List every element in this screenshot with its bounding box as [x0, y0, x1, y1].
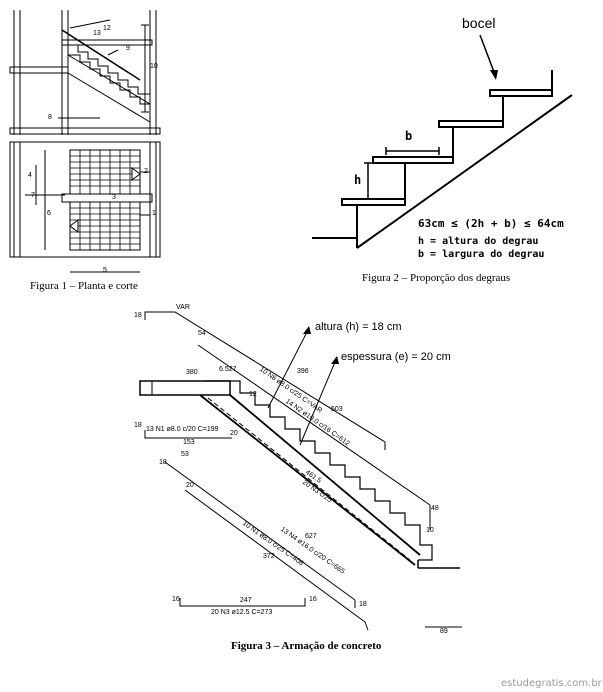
- dim-6527: 6.527: [219, 366, 237, 373]
- dim-53: 53: [181, 451, 189, 458]
- fig1-label-8: 8: [48, 114, 52, 121]
- dim-18d: 18: [359, 601, 367, 608]
- dim-20a: 20: [230, 430, 238, 437]
- dim-372: 372: [263, 553, 275, 560]
- fig1-label-6: 6: [47, 210, 51, 217]
- dim-12: 12: [249, 391, 257, 398]
- dim-18b: 18: [134, 422, 142, 429]
- figure-2-drawing: [312, 34, 573, 249]
- fig1-label-13: 13: [93, 30, 101, 37]
- dim-48: 48: [431, 505, 439, 512]
- formula: 63cm ≤ (2h + b) ≤ 64cm: [418, 217, 564, 230]
- dim-396: 396: [297, 368, 309, 375]
- fig1-label-3: 3: [112, 194, 116, 201]
- dim-var: VAR: [176, 304, 190, 311]
- legend-b: b = largura do degrau: [418, 249, 545, 260]
- dim-20b: 20: [186, 482, 194, 489]
- dim-10: 10: [426, 527, 434, 534]
- fig1-label-12: 12: [103, 25, 111, 32]
- dim-153: 153: [183, 439, 195, 446]
- dim-89: 89: [440, 628, 448, 635]
- fig3-caption: Figura 3 – Armação de concreto: [231, 640, 382, 652]
- fig1-label-5: 5: [103, 267, 107, 274]
- fig1-label-4: 4: [28, 172, 32, 179]
- fig1-label-9: 9: [126, 45, 130, 52]
- dim-16b: 16: [309, 596, 317, 603]
- watermark: estudegratis.com.br: [501, 678, 602, 689]
- dim-16a: 16: [172, 596, 180, 603]
- fig1-label-2: 2: [144, 168, 148, 175]
- bar-n1: 13 N1 ø8.0 c/20 C=199: [146, 426, 219, 433]
- fig1-label-7: 7: [31, 192, 35, 199]
- espessura-label: espessura (e) = 20 cm: [341, 351, 451, 363]
- fig1-caption: Figura 1 – Planta e corte: [30, 280, 138, 292]
- fig1-label-1: 1: [152, 210, 156, 217]
- legend-h: h = altura do degrau: [418, 236, 539, 247]
- bocel-label: bocel: [462, 15, 496, 31]
- dim-503: 503: [331, 406, 343, 413]
- figure-1-drawing: [9, 10, 161, 273]
- dim-54: 54: [198, 330, 206, 337]
- b-label: b: [405, 129, 413, 143]
- dim-627: 627: [305, 533, 317, 540]
- altura-label: altura (h) = 18 cm: [315, 321, 402, 333]
- dim-18a: 18: [134, 312, 142, 319]
- fig2-caption: Figura 2 – Proporção dos degraus: [362, 272, 511, 284]
- dim-18c: 18: [159, 459, 167, 466]
- dim-380: 380: [186, 369, 198, 376]
- figure-3-drawing: [139, 311, 462, 631]
- fig1-label-10: 10: [150, 63, 158, 70]
- h-label: h: [354, 173, 362, 187]
- dim-247: 247: [240, 597, 252, 604]
- bar-n3b: 20 N3 ø12.5 C=273: [211, 609, 273, 616]
